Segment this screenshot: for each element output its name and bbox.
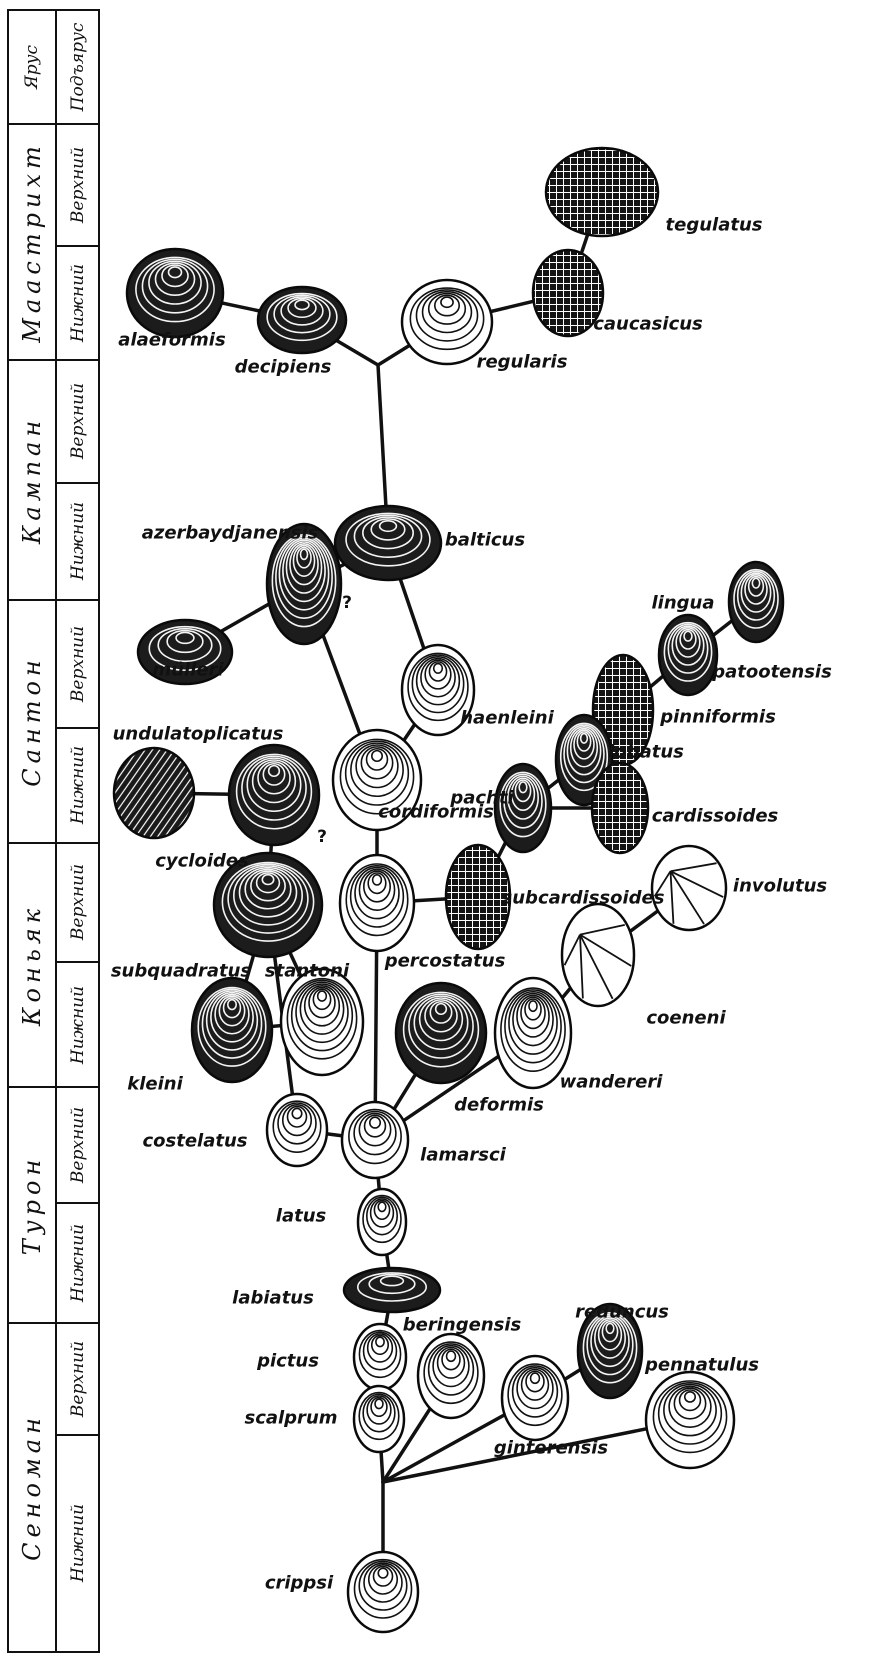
shell-deformis <box>396 983 486 1083</box>
shell-decipiens <box>258 287 346 353</box>
taxon-label-deformis: deformis <box>454 1095 544 1116</box>
stage-cenomanian-text: Сеноман <box>18 1413 46 1561</box>
substage-maastricht-lower-text: Нижний <box>68 264 88 342</box>
stage-campanian-text: Кампан <box>18 416 46 544</box>
taxon-label-percostatus: percostatus <box>385 951 506 972</box>
shell-pictus <box>354 1324 406 1390</box>
taxon-label-alaeformis: alaeformis <box>118 330 225 351</box>
taxon-label-kleini: kleini <box>127 1074 183 1095</box>
taxon-label-mulleri: mülleri <box>152 660 223 681</box>
substage-turonian-upper-text: Верхний <box>68 1107 88 1183</box>
shell-cycloides <box>229 745 319 845</box>
substage-cenomanian-upper-text: Верхний <box>68 1341 88 1417</box>
taxon-label-haenleini: haenleini <box>460 708 554 729</box>
taxon-label-ginterensis: ginterensis <box>494 1438 608 1459</box>
taxon-label-lingua: lingua <box>652 593 715 614</box>
substage-campanian-lower-text: Нижний <box>68 502 88 580</box>
taxon-label-regularis: regularis <box>477 352 568 373</box>
taxon-label-caucasicus: caucasicus <box>593 314 703 335</box>
shell-coeneni <box>562 904 634 1006</box>
shell-kleini <box>192 978 272 1082</box>
taxon-label-subcardissoides: subcardissoides <box>502 888 665 909</box>
substage-campanian-upper-text: Верхний <box>68 383 88 459</box>
taxon-label-latus: latus <box>276 1206 326 1227</box>
taxon-label-cycloides: cycloides <box>155 851 249 872</box>
taxon-label-pictus: pictus <box>257 1351 319 1372</box>
substage-coniacian-upper-text: Верхний <box>68 864 88 940</box>
shell-labiatus <box>344 1268 440 1312</box>
taxon-label-tegulatus: tegulatus <box>666 215 763 236</box>
uncertain-link-mark: ? <box>342 593 352 613</box>
taxon-label-lamarsci: lamarsci <box>420 1145 506 1166</box>
shell-cardissoides <box>592 763 648 853</box>
taxon-label-pennatulus: pennatulus <box>645 1355 759 1376</box>
column-header-stage-text: Ярус <box>22 45 42 89</box>
taxon-label-scalprum: scalprum <box>244 1408 337 1429</box>
taxon-label-beringensis: beringensis <box>403 1315 521 1336</box>
stage-coniacian-text: Коньяк <box>18 904 46 1026</box>
column-header-substage-text: Подъярус <box>68 23 88 112</box>
taxon-label-involutus: involutus <box>733 876 827 897</box>
shell-latus <box>358 1189 406 1255</box>
stage-santonian-text: Сантон <box>18 655 46 787</box>
shell-tegulatus <box>546 148 658 236</box>
taxon-label-lobatus: lobatus <box>608 742 684 763</box>
shell-lingua <box>729 562 783 642</box>
taxon-label-costelatus: costelatus <box>142 1131 247 1152</box>
stage-turonian-text: Турон <box>18 1155 46 1256</box>
taxon-label-patootensis: patootensis <box>712 662 832 683</box>
taxon-label-balticus: balticus <box>445 530 525 551</box>
shell-stantoni <box>281 969 363 1075</box>
shell-lamarsci <box>342 1102 408 1178</box>
shell-figures <box>114 148 783 1632</box>
shell-costelatus <box>267 1094 327 1166</box>
shell-percostatus <box>340 855 414 951</box>
substage-santonian-upper-text: Верхний <box>68 626 88 702</box>
substage-turonian-lower-text: Нижний <box>68 1224 88 1302</box>
shell-pennatulus <box>646 1372 734 1468</box>
shell-scalprum <box>354 1386 404 1452</box>
shell-undulatoplicatus <box>114 748 194 838</box>
shell-alaeformis <box>127 249 223 337</box>
taxon-label-wandereri: wandereri <box>560 1072 663 1093</box>
shell-beringensis <box>418 1334 484 1418</box>
substage-coniacian-lower-text: Нижний <box>68 986 88 1064</box>
taxon-label-coeneni: coeneni <box>646 1008 725 1029</box>
taxon-label-labiatus: labiatus <box>232 1288 314 1309</box>
substage-cenomanian-lower-text: Нижний <box>68 1504 88 1582</box>
taxon-label-azerbaydjanensis: azerbaydjanensis <box>142 523 319 544</box>
taxon-label-crippsi: crippsi <box>265 1573 333 1594</box>
taxon-label-reduncus: reduncus <box>575 1302 669 1323</box>
shell-ginterensis <box>502 1356 568 1440</box>
taxon-label-stantoni: stantoni <box>265 961 349 982</box>
taxon-label-undulatoplicatus: undulatoplicatus <box>113 724 284 745</box>
taxon-label-pinniformis: pinniformis <box>660 707 776 728</box>
taxon-label-cardissoides: cardissoides <box>652 806 779 827</box>
shell-patootensis <box>659 615 717 695</box>
taxon-label-decipiens: decipiens <box>235 357 332 378</box>
substage-santonian-lower-text: Нижний <box>68 746 88 824</box>
shell-balticus <box>335 506 441 580</box>
shell-subcardissoides <box>446 845 510 949</box>
taxon-label-pachti: pachti <box>450 788 513 809</box>
stage-maastricht-text: Маастрихт <box>18 141 46 343</box>
taxon-label-subquadratus: subquadratus <box>111 961 251 982</box>
shell-crippsi <box>348 1552 418 1632</box>
substage-maastricht-upper-text: Верхний <box>68 147 88 223</box>
uncertain-link-mark: ? <box>317 827 327 847</box>
